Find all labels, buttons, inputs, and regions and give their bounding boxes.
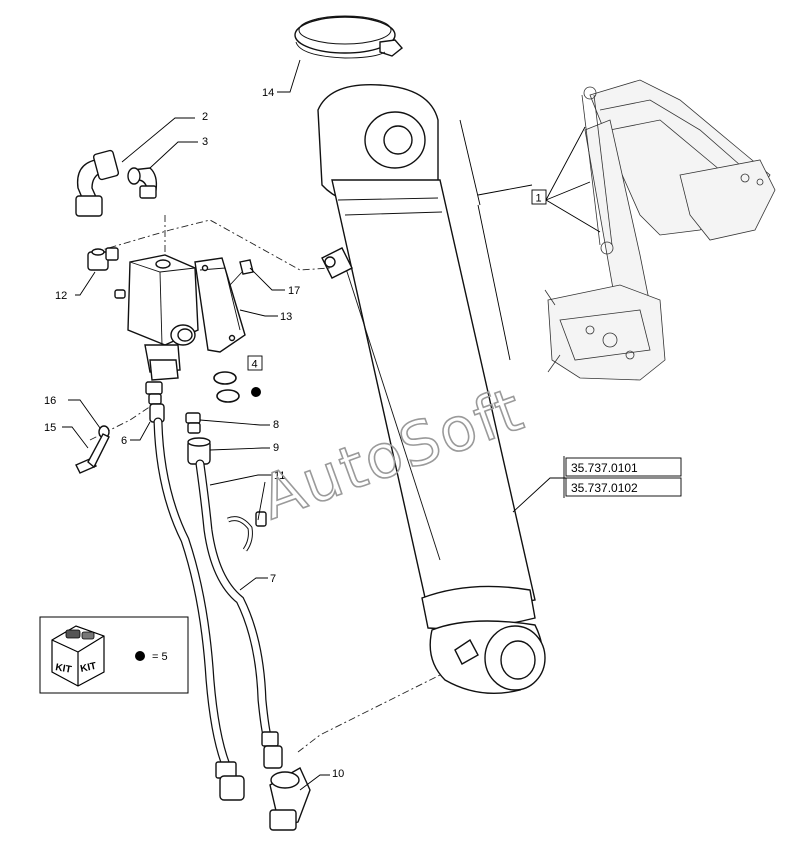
hose-fitting-6 — [145, 381, 165, 423]
screw-17 — [229, 259, 254, 286]
valve-block — [114, 254, 199, 381]
cable-tie-11 — [227, 511, 267, 552]
callout-12: 12 — [55, 290, 67, 302]
elbow-fitting-10 — [269, 767, 311, 831]
reference-35-737-0102: 35.737.0102 — [571, 481, 638, 495]
filled-circle-icon — [251, 387, 261, 397]
callout-4: 4 — [252, 359, 258, 371]
callout-7: 7 — [270, 573, 276, 585]
hydraulic-hoses-7 — [153, 417, 283, 801]
adapter-fitting-12 — [87, 247, 119, 271]
callout-3: 3 — [202, 136, 208, 148]
elbow-fitting-2 — [75, 149, 120, 217]
callout-11: 11 — [274, 470, 285, 482]
connector-8 — [185, 412, 201, 434]
callout-17: 17 — [288, 285, 300, 297]
kit-box-icon: KIT KIT — [51, 625, 105, 687]
callout-8: 8 — [273, 419, 279, 431]
callout-9: 9 — [273, 442, 279, 454]
shield-plate-13 — [194, 257, 246, 353]
callout-14: 14 — [262, 87, 274, 99]
backhoe-arm-illustration — [459, 79, 776, 381]
callout-1: 1 — [536, 193, 542, 205]
hydraulic-cylinder — [317, 84, 546, 695]
filled-circle-icon — [135, 651, 145, 661]
callout-10: 10 — [332, 768, 344, 780]
callout-6: 6 — [121, 435, 127, 447]
kit-label-right: KIT — [79, 661, 97, 675]
bolt-15 — [75, 433, 110, 474]
kit-legend-text: = 5 — [152, 651, 168, 663]
o-rings — [213, 371, 240, 403]
reference-35-737-0101: 35.737.0101 — [571, 461, 638, 475]
reference-boxes: 35.737.0101 35.737.0102 — [563, 456, 682, 498]
callout-2: 2 — [202, 111, 208, 123]
kit-label-left: KIT — [54, 662, 72, 676]
callout-13: 13 — [280, 311, 292, 323]
callout-16: 16 — [44, 395, 56, 407]
callout-15: 15 — [44, 422, 56, 434]
kit-legend: KIT KIT = 5 — [39, 616, 189, 694]
hose-clamp-14 — [294, 15, 404, 59]
elbow-fitting-3 — [127, 167, 158, 199]
